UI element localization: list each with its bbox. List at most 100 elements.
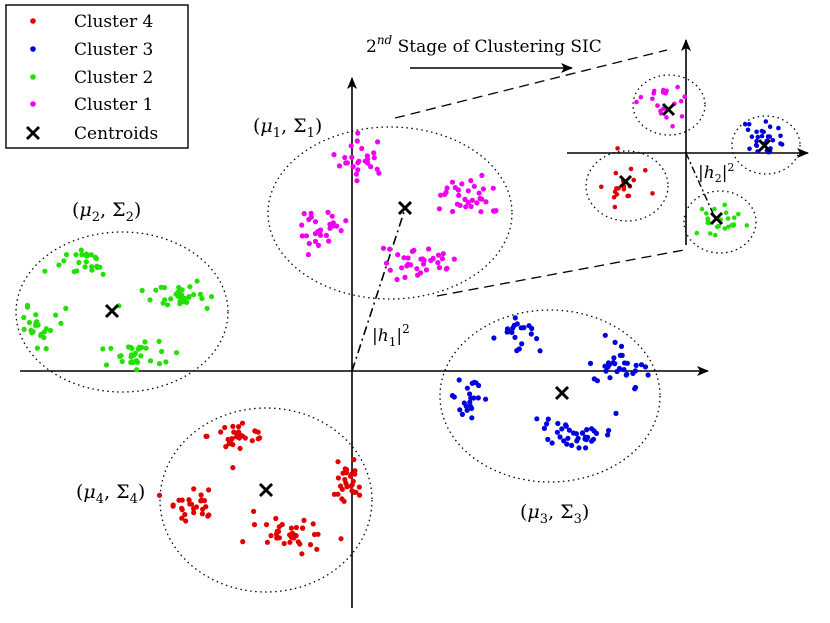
scatter-point bbox=[338, 536, 344, 542]
scatter-point bbox=[163, 359, 169, 365]
scatter-point bbox=[742, 121, 748, 127]
scatter-point bbox=[483, 396, 489, 402]
centroid-cluster-1-icon bbox=[397, 200, 413, 216]
scatter-point bbox=[621, 187, 627, 192]
scatter-point bbox=[206, 487, 212, 493]
scatter-point bbox=[744, 223, 750, 228]
scatter-point bbox=[726, 224, 731, 230]
scatter-point bbox=[58, 320, 64, 326]
scatter-point bbox=[618, 343, 625, 349]
scatter-point bbox=[230, 465, 236, 471]
scatter-point bbox=[139, 287, 145, 294]
scatter-point bbox=[187, 284, 193, 290]
scatter-point bbox=[156, 361, 163, 367]
inset-centroid-3-icon bbox=[757, 138, 772, 153]
scatter-point bbox=[255, 436, 261, 442]
scatter-point bbox=[469, 405, 475, 411]
scatter-point bbox=[128, 359, 134, 365]
scatter-point bbox=[519, 341, 525, 347]
scatter-point bbox=[273, 515, 279, 522]
scatter-point bbox=[142, 339, 148, 345]
scatter-point bbox=[315, 531, 321, 537]
scatter-point bbox=[299, 233, 305, 239]
scatter-point bbox=[462, 196, 468, 202]
scatter-point bbox=[622, 360, 628, 366]
scatter-point bbox=[528, 331, 534, 337]
scatter-point bbox=[475, 395, 481, 401]
scatter-point bbox=[186, 294, 192, 300]
scatter-point bbox=[545, 436, 551, 442]
scatter-point bbox=[268, 533, 274, 539]
scatter-point bbox=[305, 252, 311, 258]
legend-label: Cluster 2 bbox=[74, 68, 153, 88]
scatter-point bbox=[591, 376, 597, 382]
scatter-point bbox=[176, 497, 182, 503]
scatter-point bbox=[569, 442, 575, 448]
legend-label: Cluster 3 bbox=[74, 40, 153, 60]
scatter-point bbox=[585, 434, 591, 440]
scatter-point bbox=[253, 428, 259, 434]
scatter-point bbox=[288, 525, 294, 531]
scatter-point bbox=[231, 429, 237, 435]
scatter-point bbox=[465, 200, 471, 206]
scatter-point bbox=[168, 296, 174, 302]
scatter-point bbox=[326, 238, 332, 244]
scatter-point bbox=[541, 425, 548, 431]
scatter-point bbox=[731, 222, 737, 227]
scatter-point bbox=[612, 339, 618, 345]
scatter-point bbox=[619, 352, 625, 358]
scatter-point bbox=[638, 94, 644, 100]
scatter-point bbox=[469, 197, 475, 203]
scatter-point bbox=[293, 533, 299, 539]
scatter-point bbox=[100, 346, 106, 352]
centroid-cluster-2-icon bbox=[104, 303, 120, 319]
scatter-point bbox=[365, 156, 371, 162]
scatter-point bbox=[615, 146, 620, 151]
scatter-point bbox=[483, 199, 489, 205]
scatter-point bbox=[451, 256, 457, 262]
scatter-point bbox=[537, 348, 543, 354]
legend-label: Centroids bbox=[74, 124, 158, 144]
scatter-point bbox=[349, 471, 355, 477]
scatter-point bbox=[722, 202, 727, 208]
scatter-point bbox=[158, 284, 164, 290]
scatter-point bbox=[29, 330, 35, 336]
scatter-point bbox=[658, 108, 663, 114]
scatter-point bbox=[94, 263, 100, 269]
scatter-point bbox=[83, 259, 89, 265]
cluster-3-ellipse bbox=[439, 309, 661, 483]
scatter-point bbox=[514, 321, 520, 327]
scatter-point bbox=[613, 170, 619, 176]
scatter-point bbox=[402, 274, 408, 280]
scatter-point bbox=[335, 459, 341, 465]
scatter-point bbox=[455, 187, 461, 193]
scatter-point bbox=[61, 258, 67, 264]
scatter-point bbox=[156, 338, 162, 344]
scatter-point bbox=[179, 515, 185, 521]
scatter-point bbox=[387, 267, 393, 273]
scatter-point bbox=[303, 233, 310, 239]
scatter-point bbox=[753, 142, 759, 148]
inset-cluster-4-ellipse bbox=[585, 150, 669, 222]
scatter-point bbox=[276, 524, 282, 530]
scatter-point bbox=[713, 232, 718, 238]
centroid-cluster-3-icon bbox=[554, 385, 570, 401]
scatter-point bbox=[200, 506, 206, 512]
scatter-point bbox=[355, 130, 361, 136]
scatter-point bbox=[21, 314, 27, 321]
scatter-point bbox=[614, 186, 619, 191]
scatter-point bbox=[365, 160, 371, 166]
scatter-point bbox=[463, 204, 469, 210]
scatter-point bbox=[399, 265, 405, 271]
scatter-point bbox=[79, 252, 85, 258]
scatter-point bbox=[474, 200, 480, 206]
scatter-point bbox=[197, 291, 203, 297]
inset-centroid-1-icon bbox=[661, 102, 676, 117]
scatter-point bbox=[338, 228, 344, 234]
scatter-point bbox=[544, 421, 550, 427]
centroid-cluster-4-icon bbox=[258, 482, 274, 498]
scatter-point bbox=[457, 407, 463, 413]
scatter-point bbox=[159, 348, 165, 355]
scatter-point bbox=[755, 134, 761, 140]
scatter-point bbox=[133, 358, 139, 364]
